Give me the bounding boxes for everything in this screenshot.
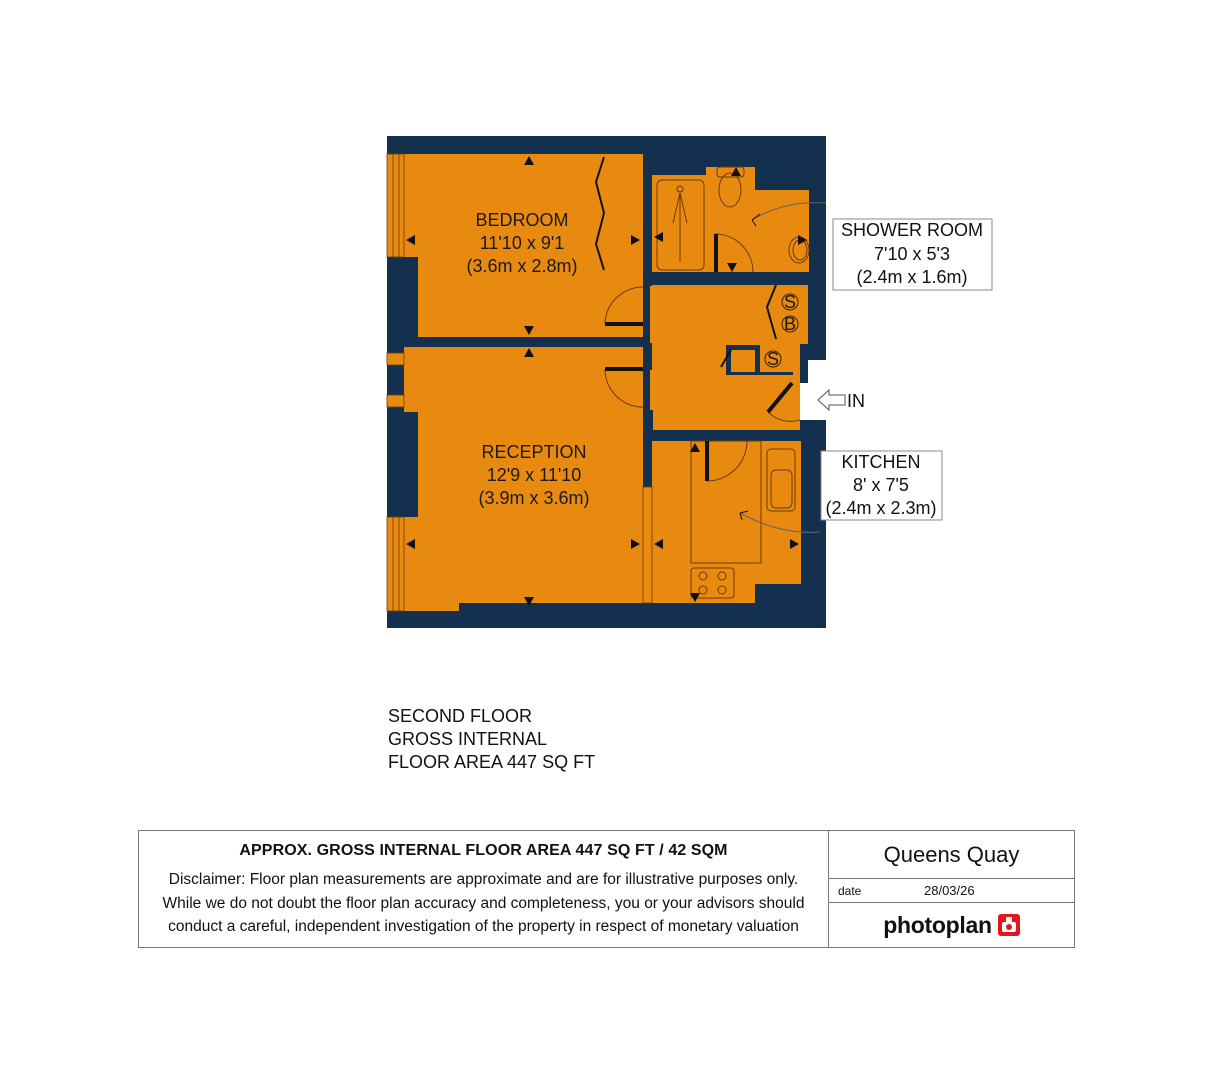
disclaimer-line-1: Disclaimer: Floor plan measurements are …: [168, 871, 799, 888]
floor-plan: S B S BEDROOM 11'10 x 9'1 (3.6m x 2.8m): [386, 136, 993, 628]
date-row: date 28/03/26: [829, 879, 1074, 903]
date-label: date: [838, 883, 862, 898]
bifold-doors: [594, 156, 777, 368]
kitchen-callout-box: [820, 450, 943, 521]
kitchen-label: KITCHEN 8' x 7'5 (2.4m x 2.3m): [825, 452, 936, 518]
kitchen-units: [690, 440, 762, 599]
bedroom-floor: [404, 154, 643, 337]
disclaimer-text: Disclaimer: Floor plan measurements are …: [139, 868, 828, 939]
entrance-arrow-icon: [817, 388, 846, 412]
svg-text:BEDROOM: BEDROOM: [475, 210, 568, 230]
date-value: 28/03/26: [924, 883, 975, 898]
floor-summary-line-2: GROSS INTERNAL: [388, 729, 548, 749]
svg-text:(3.6m x 2.8m): (3.6m x 2.8m): [466, 256, 577, 276]
cupboard-b1-label: B: [784, 314, 796, 334]
door-leaves: [605, 234, 794, 481]
logo-text: photoplan: [883, 911, 992, 938]
shower-tray: [656, 179, 705, 271]
measurement-arrows: [406, 156, 807, 606]
disclaimer-line-3: conduct a careful, independent investiga…: [168, 918, 799, 935]
svg-text:RECEPTION: RECEPTION: [481, 442, 586, 462]
shower-room-label: SHOWER ROOM 7'10 x 5'3 (2.4m x 1.6m): [841, 220, 983, 287]
svg-text:11'10 x 9'1: 11'10 x 9'1: [480, 233, 565, 253]
kitchen-floor: [652, 441, 801, 603]
floor-areas: [404, 154, 809, 611]
svg-text:12'9 x 11'10: 12'9 x 11'10: [487, 465, 582, 485]
wardrobe: [604, 154, 643, 272]
shower-room-callout-box: [832, 218, 993, 291]
reception-label: RECEPTION 12'9 x 11'10 (3.9m x 3.6m): [478, 442, 589, 508]
footer-info-box: APPROX. GROSS INTERNAL FLOOR AREA 447 SQ…: [138, 830, 1075, 948]
floor-summary-line-3: FLOOR AREA 447 SQ FT: [388, 752, 596, 772]
reception-floor: [404, 347, 643, 611]
svg-text:7'10 x 5'3: 7'10 x 5'3: [874, 244, 950, 264]
project-name: Queens Quay: [829, 831, 1074, 879]
disclaimer-line-2: While we do not doubt the floor plan acc…: [162, 894, 805, 912]
entrance-label: IN: [847, 391, 865, 411]
toilet: [716, 166, 745, 208]
kitchen-sink: [766, 448, 796, 512]
cupboard-symbols: [764, 293, 799, 368]
bedroom-label: BEDROOM 11'10 x 9'1 (3.6m x 2.8m): [466, 210, 577, 276]
svg-text:(2.4m x 2.3m): (2.4m x 2.3m): [825, 498, 936, 518]
doors: [604, 233, 801, 482]
footer-meta-panel: Queens Quay date 28/03/26 photoplan: [829, 831, 1074, 947]
camera-icon: [997, 914, 1020, 936]
footer-disclaimer-panel: APPROX. GROSS INTERNAL FLOOR AREA 447 SQ…: [139, 831, 829, 947]
svg-text:KITCHEN: KITCHEN: [841, 452, 920, 472]
photoplan-logo: photoplan: [829, 903, 1074, 947]
svg-text:8' x 7'5: 8' x 7'5: [853, 475, 909, 495]
floor-area-heading: APPROX. GROSS INTERNAL FLOOR AREA 447 SQ…: [239, 842, 728, 859]
windows: [386, 153, 653, 612]
svg-text:(2.4m x 1.6m): (2.4m x 1.6m): [856, 267, 967, 287]
callout-leaders: [739, 202, 827, 533]
svg-text:(3.9m x 3.6m): (3.9m x 3.6m): [478, 488, 589, 508]
cupboard-s2-label: S: [767, 349, 779, 369]
shower-room-floor: [652, 167, 809, 272]
floor-summary-line-1: SECOND FLOOR: [388, 706, 533, 726]
floor-summary: SECOND FLOOR GROSS INTERNAL FLOOR AREA 4…: [388, 705, 595, 774]
cupboard-s1-label: S: [784, 292, 796, 312]
svg-text:SHOWER ROOM: SHOWER ROOM: [841, 220, 983, 240]
